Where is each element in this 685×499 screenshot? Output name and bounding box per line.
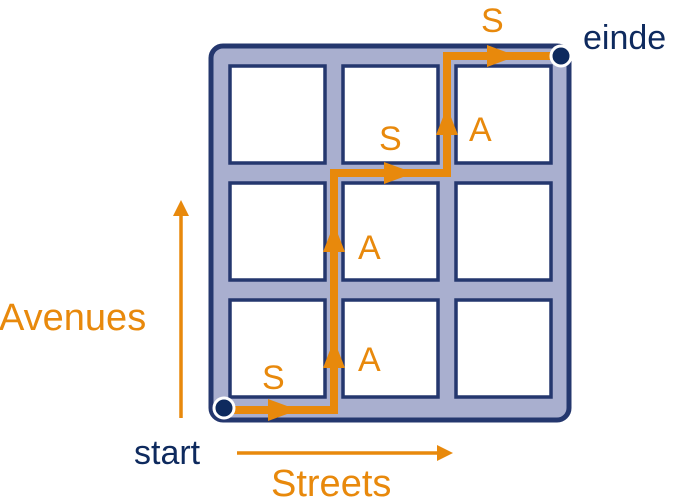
move-label: S (481, 2, 504, 40)
avenues-axis-label: Avenues (0, 297, 146, 339)
grid-cell (228, 298, 327, 399)
grid-cell (341, 64, 440, 165)
arrow-right-icon (437, 445, 453, 461)
grid-cell (454, 181, 553, 282)
start-node (212, 396, 236, 420)
move-label: A (358, 341, 381, 379)
arrow-up-icon (173, 200, 189, 216)
arrow-up-icon (323, 224, 345, 252)
streets-axis-label: Streets (271, 463, 391, 499)
move-label: S (262, 359, 285, 397)
arrow-right-icon (384, 162, 414, 184)
grid-cell (454, 64, 553, 165)
end-label: einde (583, 19, 666, 57)
arrow-right-icon (487, 45, 517, 67)
move-label: A (358, 229, 381, 267)
route-arrows (268, 45, 517, 421)
arrow-right-icon (268, 399, 298, 421)
grid-cell (228, 64, 327, 165)
end-node (549, 44, 573, 68)
grid-cell (341, 298, 440, 399)
grid-cell (228, 181, 327, 282)
grid-cells (228, 64, 553, 399)
start-label: start (134, 434, 201, 472)
move-label: S (379, 120, 402, 158)
arrow-up-icon (436, 107, 458, 135)
move-label: A (469, 111, 492, 149)
grid-cell (341, 181, 440, 282)
grid-cell (454, 298, 553, 399)
arrow-up-icon (323, 340, 345, 368)
